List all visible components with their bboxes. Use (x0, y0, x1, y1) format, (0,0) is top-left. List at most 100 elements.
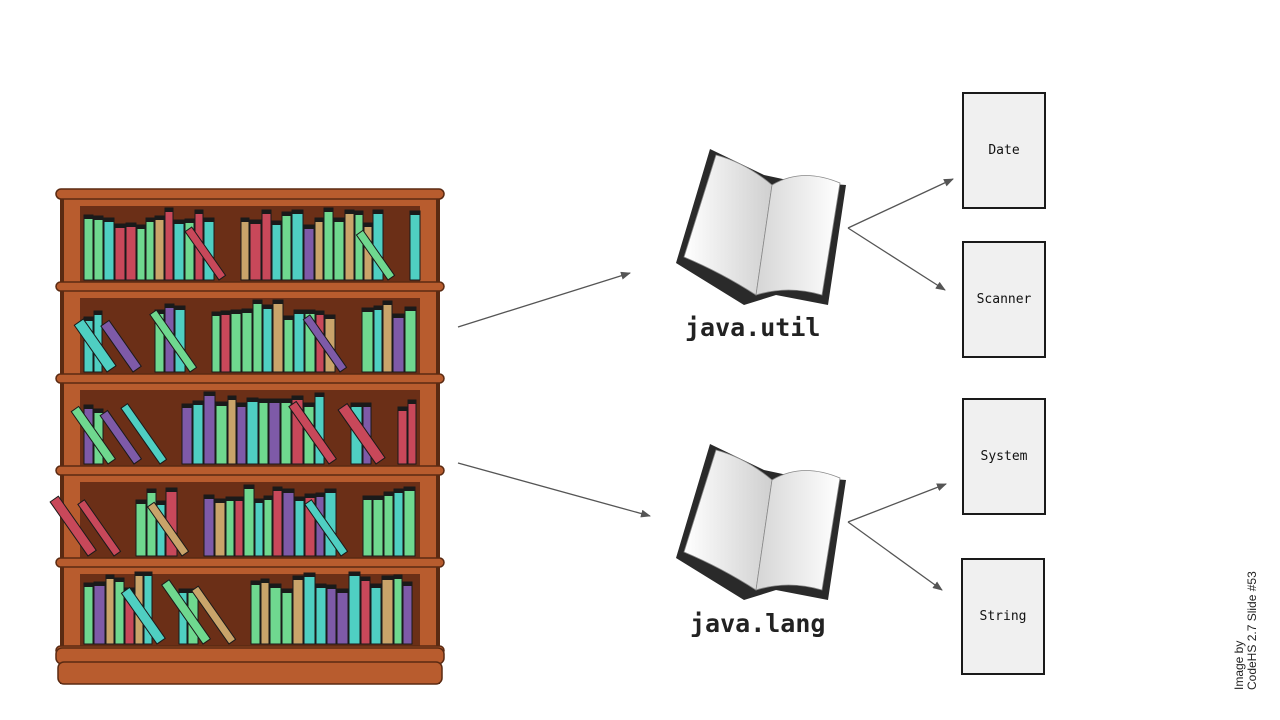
book-top-band (193, 401, 203, 405)
shelf-board (55, 465, 445, 476)
book-spine (73, 318, 117, 373)
leaning-book (99, 409, 143, 465)
leaning-book (49, 495, 97, 557)
book-spine (83, 214, 94, 281)
book-spine (272, 486, 283, 557)
book-top-band (337, 589, 348, 593)
book-top-band (231, 310, 241, 314)
book-spine (304, 499, 349, 557)
book-top-band (345, 210, 354, 214)
book-spine (269, 583, 282, 645)
book-spine (114, 223, 126, 281)
leaning-book (191, 585, 237, 645)
book-top-band (394, 575, 402, 579)
shelf-board (55, 281, 445, 292)
book-top-band (270, 584, 281, 588)
book-top-band (136, 500, 146, 504)
book-top-band (259, 399, 268, 403)
book-top-band (405, 307, 416, 311)
book-top-band (244, 485, 254, 489)
book-top-band (144, 572, 152, 576)
book-top-band (351, 403, 362, 407)
book-top-band (247, 398, 258, 402)
book-top-band (282, 212, 291, 216)
book-spine (381, 575, 394, 645)
book-top-band (382, 576, 393, 580)
book-spine (344, 209, 355, 281)
book-spine (154, 215, 165, 281)
book-spine (372, 495, 384, 557)
book-top-band (325, 315, 335, 319)
book-spine (164, 207, 174, 281)
book-top-band (292, 396, 303, 400)
book-spine (373, 305, 383, 373)
book-spine (392, 313, 405, 373)
book-spine (282, 488, 295, 557)
class-name-string: String (979, 609, 1027, 624)
book-top-band (166, 488, 177, 492)
book-spine (203, 494, 215, 557)
book-spine (77, 499, 122, 557)
book-top-band (361, 577, 370, 581)
book-top-band (316, 493, 324, 497)
book-top-band (175, 306, 185, 310)
book-top-band (179, 589, 187, 593)
book-spine (105, 574, 115, 645)
class-name-date: Date (988, 143, 1020, 158)
book-spine (149, 309, 198, 373)
book-spine (403, 486, 416, 557)
book-top-band (404, 487, 415, 491)
book-top-band (384, 492, 393, 496)
book-spine (362, 495, 373, 557)
book-spine (120, 403, 168, 465)
book-spine (271, 220, 282, 281)
book-top-band (235, 497, 243, 501)
book-top-band (294, 310, 304, 314)
book-top-band (293, 576, 303, 580)
leaning-book (355, 229, 396, 281)
book-spine (263, 495, 273, 557)
book-spine (250, 580, 261, 645)
book-top-band (281, 399, 291, 403)
book-spine (93, 581, 106, 645)
leaning-book (302, 314, 348, 373)
book-top-band (253, 300, 262, 304)
book-spine (355, 229, 396, 281)
book-top-band (383, 301, 392, 305)
book-top-band (237, 403, 246, 407)
book-top-band (364, 223, 372, 227)
book-top-band (226, 497, 234, 501)
shelf-board (55, 557, 445, 568)
book-spine (145, 217, 155, 281)
book-top-band (398, 407, 407, 411)
leaning-book (120, 586, 166, 645)
shelf-board (55, 373, 445, 384)
book-spine (161, 579, 212, 645)
book-spine (246, 397, 259, 465)
book-top-band (305, 310, 315, 314)
book-top-band (242, 309, 252, 313)
book-spine (326, 584, 337, 645)
class-name-scanner: Scanner (976, 292, 1032, 307)
book-spine (393, 574, 403, 645)
book-top-band (263, 305, 272, 309)
book-top-band (362, 308, 373, 312)
book-top-band (315, 393, 324, 397)
image-credit: Image by CodeHS 2.7 Slide #53 (1232, 571, 1259, 690)
bookshelf-illustration (49, 188, 445, 685)
book-spine (315, 583, 327, 645)
book-spine (214, 498, 226, 557)
book-top-band (228, 396, 236, 400)
book-top-band (251, 581, 260, 585)
book-top-band (349, 572, 360, 576)
book-top-band (165, 304, 174, 308)
arrow-shelf-to-lang (457, 462, 651, 518)
book-spine (125, 222, 137, 281)
book-top-band (165, 208, 173, 212)
book-spine (215, 401, 228, 465)
book-spine (337, 402, 386, 465)
book-top-band (373, 210, 383, 214)
book-top-band (261, 579, 269, 583)
book-top-band (269, 399, 280, 403)
